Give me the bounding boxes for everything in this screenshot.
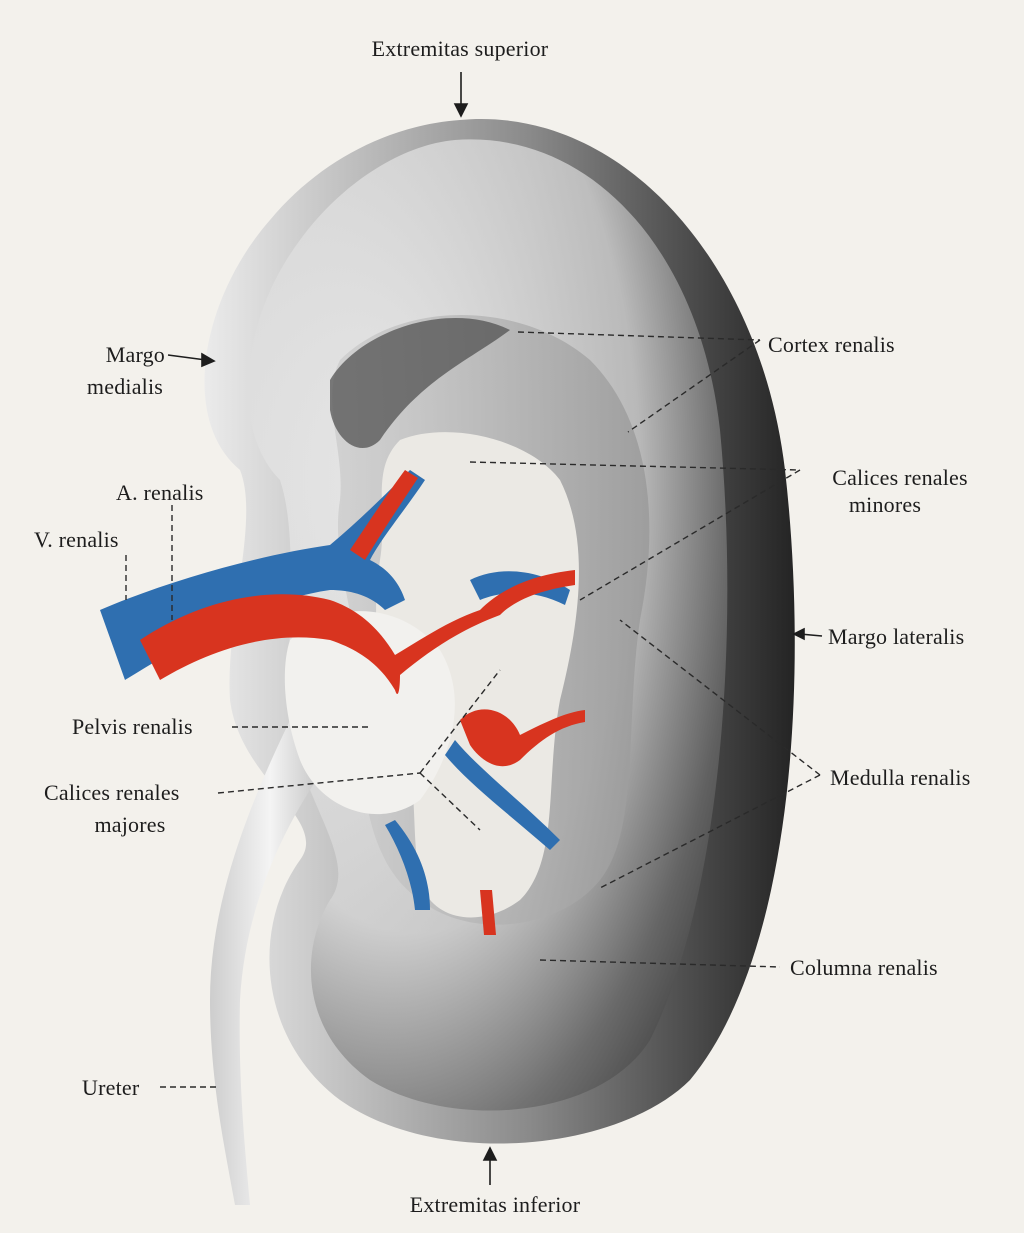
label-margo-medialis-1: Margo bbox=[105, 342, 165, 367]
arrow-superior-head bbox=[453, 103, 469, 118]
label-margo-medialis-2: medialis bbox=[86, 374, 164, 399]
arteria-branch-lower bbox=[460, 709, 585, 767]
arrow-lateralis-head bbox=[792, 627, 805, 641]
leader-cortex-2 bbox=[627, 339, 761, 433]
arteria-branch-upper bbox=[350, 470, 418, 560]
arrow-medialis-head bbox=[201, 352, 216, 368]
leader-calices-minores-1 bbox=[469, 461, 801, 471]
leader-calices-majores-3 bbox=[419, 772, 481, 831]
arteria-renalis bbox=[140, 570, 575, 695]
vena-branch-bottom bbox=[385, 820, 430, 910]
label-extremitas-superior: Extremitas superior bbox=[371, 36, 549, 61]
upper-pole-cavity bbox=[330, 318, 510, 449]
label-a-renalis: A. renalis bbox=[116, 480, 204, 505]
label-columna-renalis: Columna renalis bbox=[790, 955, 938, 980]
label-margo-lateralis: Margo lateralis bbox=[828, 624, 965, 649]
leader-medulla-2 bbox=[599, 774, 821, 889]
label-cortex-renalis: Cortex renalis bbox=[768, 332, 895, 357]
arrow-medialis-line bbox=[167, 354, 207, 361]
leader-lines bbox=[125, 331, 821, 1088]
label-medulla-renalis: Medulla renalis bbox=[830, 765, 971, 790]
label-calices-minores-2: minores bbox=[848, 492, 922, 517]
label-calices-majores-2: majores bbox=[94, 812, 166, 837]
label-calices-majores-1: Calices renales bbox=[44, 780, 180, 805]
leader-cortex-1 bbox=[517, 331, 761, 341]
leader-calices-majores-1 bbox=[217, 772, 421, 794]
label-calices-minores-1: Calices renales bbox=[832, 465, 968, 490]
label-pelvis-renalis: Pelvis renalis bbox=[72, 714, 193, 739]
label-extremitas-inferior: Extremitas inferior bbox=[409, 1192, 581, 1217]
label-ureter: Ureter bbox=[82, 1075, 140, 1100]
arrow-pointers bbox=[167, 72, 823, 1185]
renal-sinus bbox=[376, 432, 579, 918]
leader-calices-majores-2 bbox=[419, 669, 501, 774]
arrow-inferior-head bbox=[482, 1146, 498, 1161]
ureter bbox=[210, 700, 330, 1205]
leader-calices-minores-2 bbox=[579, 469, 801, 601]
arteria-branch-bottom bbox=[480, 890, 496, 935]
leader-columna bbox=[539, 959, 781, 968]
leader-medulla-1 bbox=[619, 619, 821, 776]
label-v-renalis: V. renalis bbox=[34, 527, 119, 552]
vena-branch-lower bbox=[445, 740, 560, 850]
